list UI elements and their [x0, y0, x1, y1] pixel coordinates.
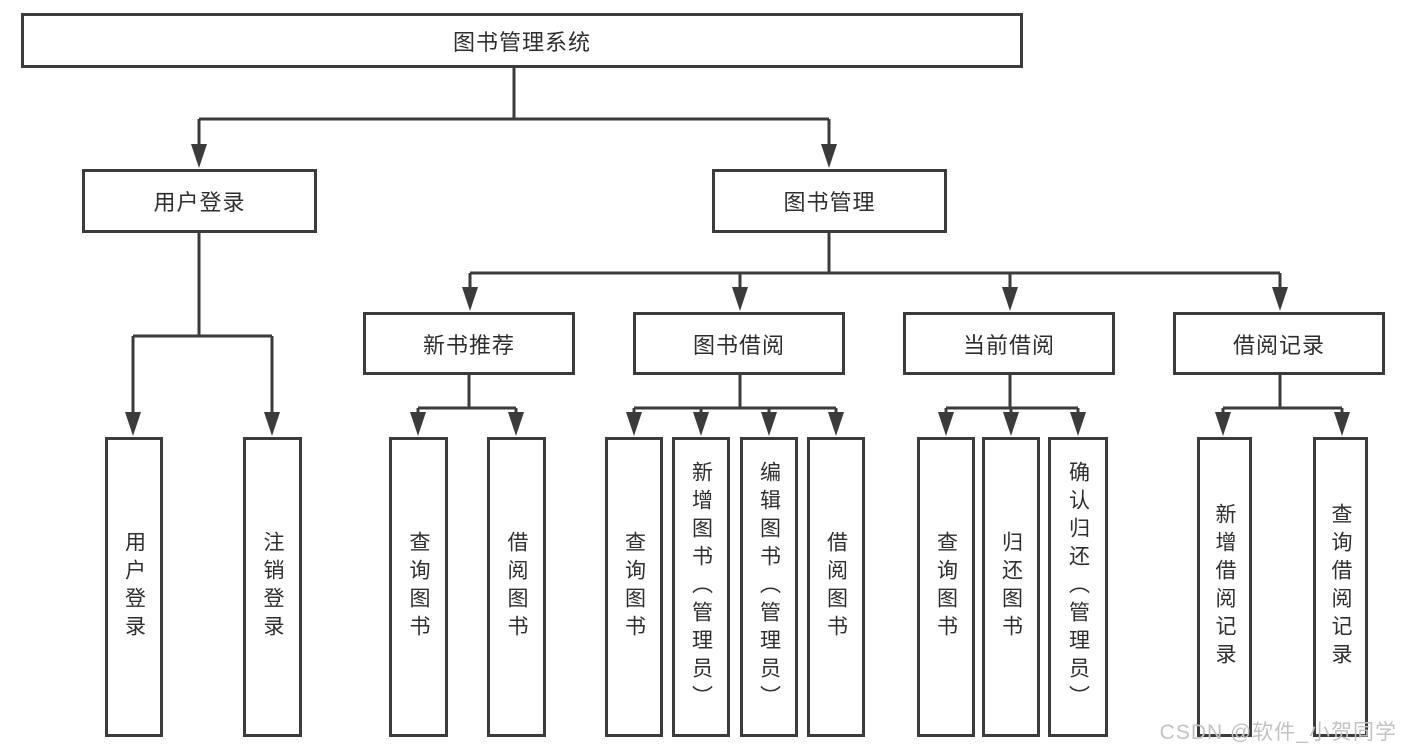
leaf-return-book: 归还图书 [982, 437, 1040, 737]
node-user-login-label: 用户登录 [153, 190, 246, 215]
leaf-query-book-3: 查询图书 [917, 437, 975, 737]
leaf-confirm-return-admin-label: 确认归还（管理员） [1066, 461, 1090, 713]
node-new-book-recommend-label: 新书推荐 [422, 332, 515, 358]
leaf-user-login-label: 用户登录 [122, 531, 146, 643]
leaf-confirm-return-admin: 确认归还（管理员） [1048, 437, 1108, 737]
node-new-book-recommend: 新书推荐 [363, 312, 575, 375]
leaf-borrow-book-1-label: 借阅图书 [505, 531, 528, 643]
node-book-management: 图书管理 [712, 169, 947, 233]
leaf-logout: 注销登录 [243, 437, 302, 737]
leaf-query-book-1: 查询图书 [389, 437, 448, 737]
leaf-borrow-book-2-label: 借阅图书 [824, 531, 848, 643]
node-book-borrow-label: 图书借阅 [692, 332, 785, 358]
leaf-add-book-admin: 新增图书（管理员） [672, 437, 730, 737]
node-borrow-records-label: 借阅记录 [1232, 332, 1325, 358]
node-user-login: 用户登录 [82, 169, 317, 233]
watermark: CSDN @软件_小贺同学 [1159, 721, 1397, 744]
leaf-add-borrow-record: 新增借阅记录 [1197, 437, 1252, 737]
leaf-add-book-admin-label: 新增图书（管理员） [689, 461, 713, 713]
node-book-management-label: 图书管理 [783, 190, 876, 215]
leaf-query-borrow-record-label: 查询借阅记录 [1329, 503, 1352, 671]
leaf-edit-book-admin-label: 编辑图书（管理员） [757, 461, 781, 713]
leaf-query-book-2: 查询图书 [605, 437, 663, 737]
leaf-add-borrow-record-label: 新增借阅记录 [1213, 503, 1236, 671]
leaf-query-book-2-label: 查询图书 [622, 531, 646, 643]
leaf-query-book-3-label: 查询图书 [934, 531, 958, 643]
leaf-query-borrow-record: 查询借阅记录 [1313, 437, 1368, 737]
leaf-edit-book-admin: 编辑图书（管理员） [740, 437, 798, 737]
node-root: 图书管理系统 [21, 13, 1023, 68]
leaf-borrow-book-2: 借阅图书 [807, 437, 865, 737]
node-current-borrow: 当前借阅 [903, 312, 1115, 375]
leaf-borrow-book-1: 借阅图书 [487, 437, 546, 737]
node-borrow-records: 借阅记录 [1173, 312, 1385, 375]
node-root-label: 图书管理系统 [452, 29, 591, 55]
leaf-query-book-1-label: 查询图书 [407, 531, 430, 643]
node-book-borrow: 图书借阅 [633, 312, 845, 375]
node-current-borrow-label: 当前借阅 [962, 332, 1055, 358]
leaf-logout-label: 注销登录 [261, 531, 284, 643]
leaf-user-login: 用户登录 [105, 437, 163, 737]
leaf-return-book-label: 归还图书 [999, 531, 1023, 643]
